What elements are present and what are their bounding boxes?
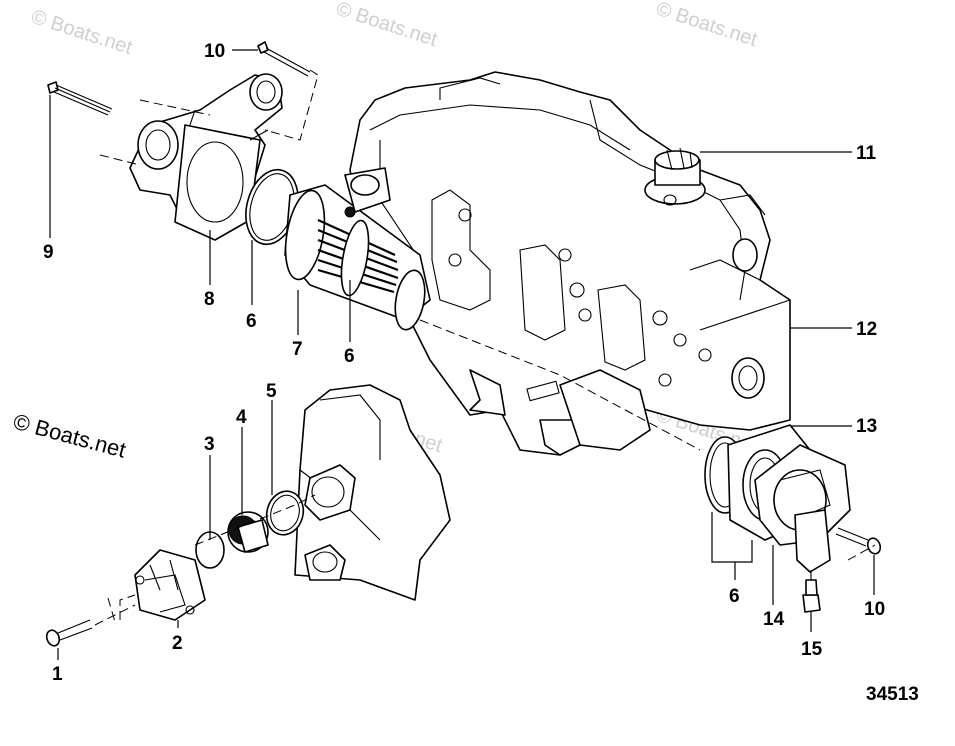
callout-7: 7 bbox=[292, 339, 303, 360]
callout-10-top: 10 bbox=[204, 41, 225, 62]
end-cover-14 bbox=[754, 444, 851, 573]
callout-13: 13 bbox=[856, 416, 877, 437]
bolts-upper bbox=[47, 41, 311, 116]
callout-6-right: 6 bbox=[729, 586, 740, 607]
watermark-3: © Boats.net bbox=[653, 0, 760, 51]
alignment-lines bbox=[94, 69, 876, 626]
callout-11: 11 bbox=[856, 143, 877, 164]
drain-fitting-15 bbox=[802, 570, 821, 613]
leader-lines bbox=[49, 49, 875, 660]
inset-detail-view bbox=[294, 384, 451, 601]
fill-cap-assembly bbox=[644, 147, 706, 206]
callout-12: 12 bbox=[856, 319, 877, 340]
bolt-1 bbox=[45, 619, 93, 647]
o-ring-5 bbox=[265, 490, 305, 536]
callout-14: 14 bbox=[763, 609, 785, 630]
callout-6-upper: 6 bbox=[246, 311, 257, 332]
watermark-1: © Boats.net bbox=[28, 6, 135, 59]
bolt-10-right bbox=[835, 527, 882, 555]
callout-15: 15 bbox=[801, 639, 823, 660]
callout-3: 3 bbox=[204, 434, 215, 455]
top-drain-plug bbox=[344, 167, 391, 218]
callout-labels: 10 9 8 6 7 6 11 12 13 3 4 5 2 1 6 14 10 … bbox=[43, 41, 885, 685]
callout-2: 2 bbox=[172, 633, 183, 654]
callout-9: 9 bbox=[43, 242, 54, 263]
end-cover-2 bbox=[134, 549, 206, 621]
watermark-2: © Boats.net bbox=[333, 0, 440, 51]
diagram-code: 34513 bbox=[866, 684, 919, 705]
callout-1: 1 bbox=[52, 664, 63, 685]
callout-10-right: 10 bbox=[864, 599, 885, 620]
tube-bundle-core bbox=[284, 184, 431, 331]
callout-6-middle: 6 bbox=[344, 346, 355, 367]
callout-5: 5 bbox=[266, 381, 277, 402]
copyright-label: © Boats.net bbox=[11, 409, 129, 463]
upper-elbow-housing bbox=[129, 73, 283, 241]
callout-8: 8 bbox=[204, 289, 215, 310]
callout-4: 4 bbox=[236, 407, 247, 428]
